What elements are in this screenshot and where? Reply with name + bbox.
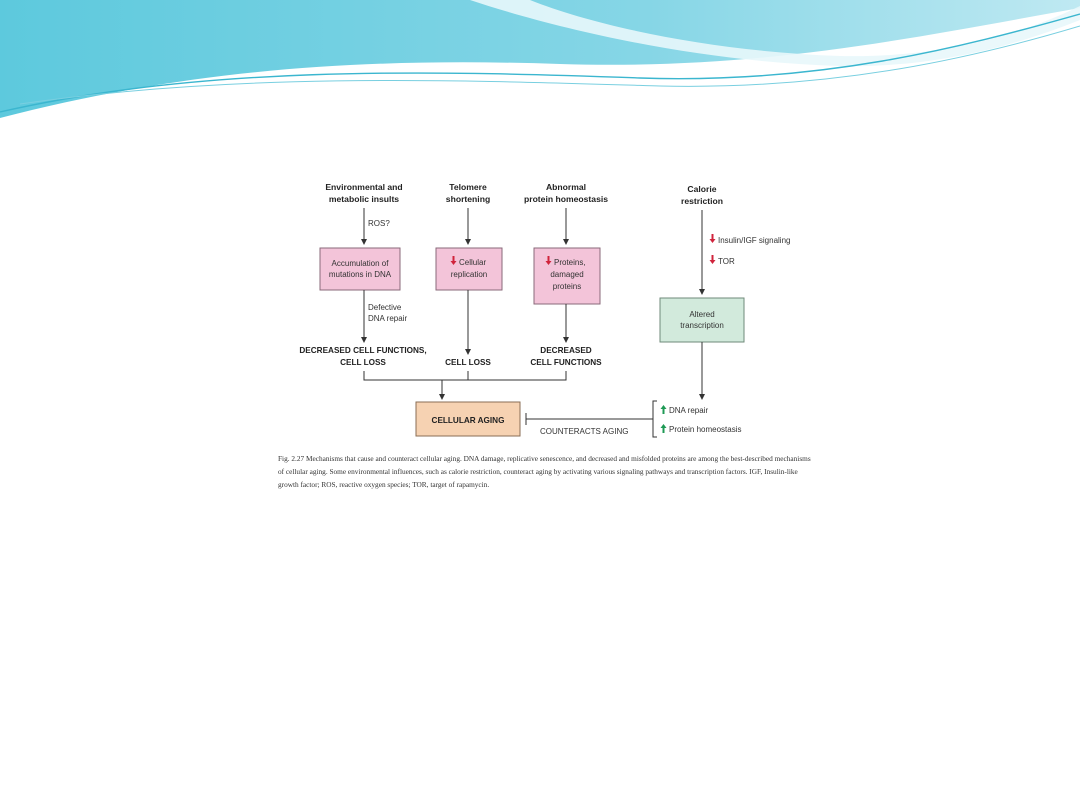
down-arrow-icon: [709, 234, 716, 243]
header-telomere-2: shortening: [446, 194, 490, 204]
down-arrow-icon: [709, 255, 716, 264]
header-swoosh-line: [0, 13, 1080, 113]
box-mutations-text-2: mutations in DNA: [329, 270, 392, 279]
header-environmental-2: metabolic insults: [329, 194, 399, 204]
down-arrow-icon: [450, 256, 457, 265]
header-telomere: Telomere: [449, 182, 487, 192]
header-swoosh: [0, 0, 1080, 118]
header-calorie-2: restriction: [681, 196, 723, 206]
figure-panel: Environmental and metabolic insults Telo…: [246, 168, 820, 508]
label-tor: TOR: [718, 257, 735, 266]
header-swoosh-line-2: [19, 25, 1080, 105]
outcome-decreased-functions: DECREASED CELL FUNCTIONS,: [299, 346, 426, 355]
header-environmental: Environmental and: [325, 182, 402, 192]
outcome-cell-loss: CELL LOSS: [445, 358, 491, 367]
box-mutations: [319, 247, 401, 291]
box-proteins: [533, 247, 601, 305]
outcome-decreased-functions-2: CELL LOSS: [340, 358, 386, 367]
header-calorie: Calorie: [687, 184, 716, 194]
cellular-aging-diagram: Environmental and metabolic insults Telo…: [299, 182, 790, 438]
effects-bracket: [652, 400, 657, 438]
header-protein-2: protein homeostasis: [524, 194, 608, 204]
figure-caption: Fig. 2.27 Mechanisms that cause and coun…: [278, 452, 816, 491]
box-proteins-text: Proteins,: [554, 258, 586, 267]
label-defective-2: DNA repair: [368, 314, 407, 323]
box-replication: [435, 247, 503, 291]
up-arrow-icon: [660, 405, 667, 414]
merge-bracket: [363, 371, 567, 381]
label-insulin-signaling: Insulin/IGF signaling: [718, 236, 790, 245]
caption-text: Mechanisms that cause and counteract cel…: [278, 454, 811, 489]
box-replication-text-2: replication: [451, 270, 487, 279]
box-transcription: [659, 297, 745, 343]
box-cellular-aging-text: CELLULAR AGING: [432, 416, 505, 425]
outcome-decreased-2: CELL FUNCTIONS: [530, 358, 602, 367]
label-counteracts-aging: COUNTERACTS AGING: [540, 427, 628, 436]
outcome-decreased: DECREASED: [540, 346, 591, 355]
label-ros: ROS?: [368, 219, 390, 228]
box-proteins-text-3: proteins: [553, 282, 581, 291]
label-defective: Defective: [368, 303, 402, 312]
box-transcription-text-2: transcription: [680, 321, 724, 330]
box-cellular-aging: [415, 401, 521, 437]
effect-dna-repair: DNA repair: [669, 406, 708, 415]
down-arrow-icon: [545, 256, 552, 265]
box-transcription-text: Altered: [689, 310, 714, 319]
box-replication-text: Cellular: [459, 258, 486, 267]
effect-protein-homeostasis: Protein homeostasis: [669, 425, 741, 434]
header-protein: Abnormal: [546, 182, 586, 192]
header-swoosh-highlight: [470, 0, 1080, 67]
up-arrow-icon: [660, 424, 667, 433]
box-mutations-text: Accumulation of: [332, 259, 390, 268]
box-proteins-text-2: damaged: [550, 270, 583, 279]
caption-label: Fig. 2.27: [278, 454, 305, 463]
